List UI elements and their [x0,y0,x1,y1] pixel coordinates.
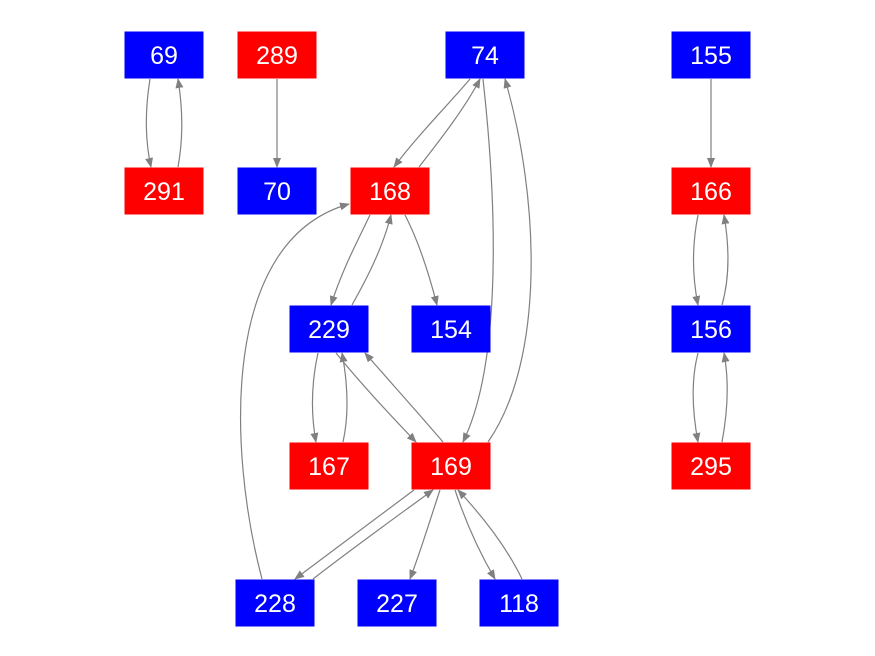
node-118: 118 [479,579,559,627]
node-154: 154 [411,305,491,353]
edge-169-to-227 [409,489,441,580]
nodes-layer: 69 289 74 155 291 70 168 166 229 154 156 167 169 295 2… [124,31,751,627]
node-70-label: 70 [263,178,291,206]
node-166-label: 166 [690,178,732,206]
node-155: 155 [671,31,751,79]
edge-169-to-228 [294,489,415,580]
node-167-label: 167 [308,453,350,481]
edge-74-to-168 [393,78,471,168]
node-155-label: 155 [690,42,732,70]
edge-74-to-169 [462,78,494,443]
edge-69-to-291 [145,78,153,168]
node-295-label: 295 [690,453,732,481]
node-229: 229 [289,305,369,353]
node-70: 70 [237,167,317,215]
node-289: 289 [237,31,317,79]
node-74-box [445,31,525,79]
edge-169-to-74 [487,78,532,443]
edge-169-to-118 [454,489,496,580]
edge-156-to-166 [721,214,730,306]
node-69-label: 69 [150,42,178,70]
edge-168-to-154 [404,214,439,306]
node-168-box [350,167,430,215]
edge-229-to-169 [335,352,417,443]
node-229-label: 229 [308,316,350,344]
edge-169-to-229 [364,352,444,443]
edge-168-to-229 [329,214,371,306]
node-118-label: 118 [499,590,539,618]
node-169-box [411,442,491,490]
node-295: 295 [671,442,751,490]
node-156-box [671,305,751,353]
node-295-box [671,442,751,490]
edge-167-to-229 [339,352,348,443]
node-168: 168 [350,167,430,215]
edge-295-to-156 [721,352,730,443]
edge-118-to-169 [457,489,523,580]
node-289-label: 289 [256,42,298,70]
node-74-label: 74 [471,42,499,70]
node-291: 291 [124,167,204,215]
node-69-box [124,31,204,79]
node-227-label: 227 [376,590,418,618]
node-227-box [357,579,437,627]
node-291-label: 291 [143,178,185,206]
node-154-label: 154 [430,316,472,344]
node-156: 156 [671,305,751,353]
node-154-box [411,305,491,353]
edge-229-to-167 [310,352,319,443]
node-229-box [289,305,369,353]
node-166: 166 [671,167,751,215]
edge-168-to-74 [418,78,481,168]
edge-156-to-295 [692,352,701,443]
node-169-label: 169 [430,453,472,481]
node-168-label: 168 [369,178,411,206]
node-228: 228 [235,579,315,627]
node-74: 74 [445,31,525,79]
node-228-label: 228 [254,590,296,618]
node-169: 169 [411,442,491,490]
node-118-box [479,579,559,627]
edges-layer [145,78,730,580]
node-289-box [237,31,317,79]
node-69: 69 [124,31,204,79]
node-70-box [237,167,317,215]
edge-228-to-168 [239,202,350,580]
node-291-box [124,167,204,215]
edge-229-to-168 [351,214,393,306]
node-166-box [671,167,751,215]
edge-228-to-169 [312,489,434,580]
node-155-box [671,31,751,79]
node-228-box [235,579,315,627]
edge-291-to-69 [175,78,184,168]
node-227: 227 [357,579,437,627]
edge-166-to-156 [692,214,701,306]
node-167: 167 [289,442,369,490]
node-167-box [289,442,369,490]
node-156-label: 156 [690,316,732,344]
